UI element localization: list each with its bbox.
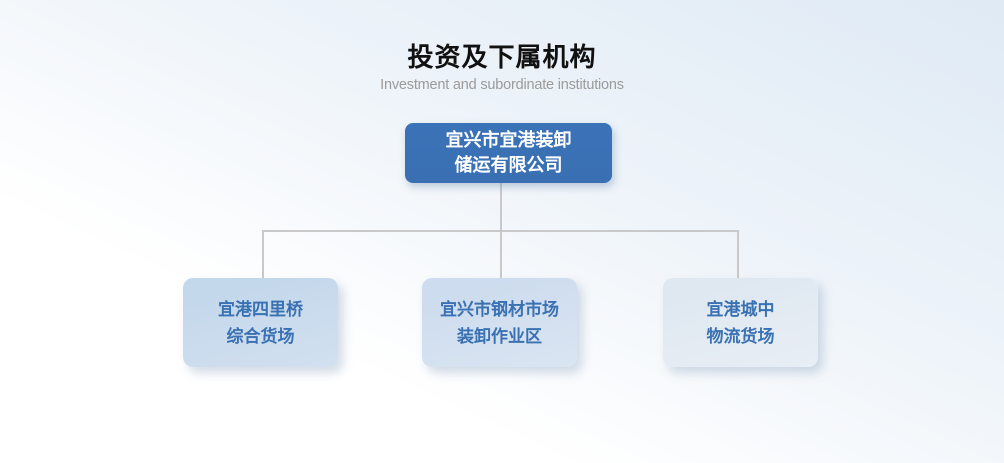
page-subtitle: Investment and subordinate institutions (380, 77, 624, 93)
page-header: 投资及下属机构 Investment and subordinate insti… (0, 42, 1004, 94)
org-root-label-line1: 宜兴市宜港装卸 (445, 130, 572, 150)
org-root-node: 宜兴市宜港装卸 储运有限公司 (405, 123, 612, 183)
org-child-node-2: 宜兴市钢材市场 装卸作业区 (422, 278, 577, 367)
org-child-node-1: 宜港四里桥 综合货场 (183, 278, 338, 367)
org-child-node-3: 宜港城中 物流货场 (663, 278, 818, 367)
org-root-label-line2: 储运有限公司 (454, 155, 563, 175)
org-child-1-label-line1: 宜港四里桥 (218, 299, 303, 319)
connector-horizontal-bar (262, 230, 739, 232)
org-child-3-label-line2: 物流货场 (706, 326, 775, 346)
org-child-1-label-line2: 综合货场 (226, 326, 295, 346)
connector-left-vertical (262, 230, 264, 278)
connector-right-vertical (737, 230, 739, 278)
page-title: 投资及下属机构 (407, 42, 597, 72)
org-child-3-label-line1: 宜港城中 (706, 299, 775, 319)
org-child-2-label-line1: 宜兴市钢材市场 (440, 299, 559, 319)
org-child-2-label-line2: 装卸作业区 (457, 326, 542, 346)
